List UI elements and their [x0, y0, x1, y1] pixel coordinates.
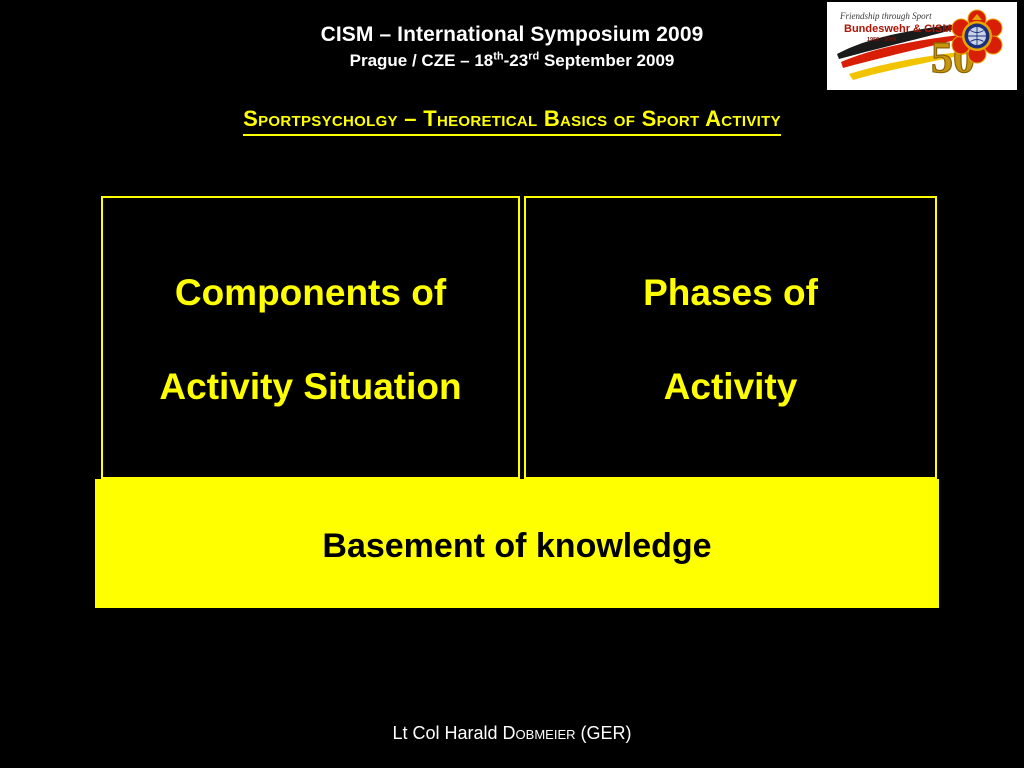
slide-title-container: Sportpsycholgy – Theoretical Basics of S… [0, 106, 1024, 136]
bundeswehr-cism-logo: 50 Friendship through Sport Bundeswehr &… [827, 2, 1017, 90]
presenter-rank-name: Lt Col Harald [392, 723, 503, 743]
logo-tagline: Friendship through Sport [839, 11, 932, 21]
logo-years: 1959 - 2009 [867, 37, 896, 43]
ordinal-rd: rd [528, 50, 540, 63]
ordinal-th: th [493, 50, 504, 63]
phases-box-line1: Phases of [643, 272, 818, 313]
logo-artwork: 50 Friendship through Sport Bundeswehr &… [827, 2, 1017, 90]
slide-header: CISM – International Symposium 2009 Prag… [0, 22, 1024, 73]
slide-title: Sportpsycholgy – Theoretical Basics of S… [243, 106, 781, 136]
logo-organisation: Bundeswehr & CISM [844, 23, 952, 35]
presenter-country: (GER) [575, 723, 632, 743]
date-suffix: September 2009 [539, 51, 675, 70]
date-middle: -23 [503, 51, 529, 70]
phases-box: Phases of Activity [524, 196, 937, 479]
concept-diagram: Components of Activity Situation Phases … [95, 196, 939, 608]
basement-of-knowledge-label: Basement of knowledge [322, 527, 712, 565]
symposium-location-date: Prague / CZE – 18th-23rd September 2009 [0, 49, 1024, 73]
basement-of-knowledge-bar: Basement of knowledge [95, 479, 939, 608]
components-box: Components of Activity Situation [101, 196, 520, 479]
concept-boxes-row: Components of Activity Situation Phases … [101, 196, 937, 479]
phases-box-line2: Activity [663, 366, 798, 407]
cism-emblem [951, 9, 1003, 64]
components-box-line1: Components of [174, 272, 447, 313]
presenter-surname: Dobmeier [502, 723, 576, 743]
location-date-prefix: Prague / CZE – 18 [349, 51, 494, 70]
symposium-title: CISM – International Symposium 2009 [320, 23, 704, 46]
presenter-footer: Lt Col Harald Dobmeier (GER) [0, 723, 1024, 744]
components-box-line2: Activity Situation [159, 366, 462, 407]
